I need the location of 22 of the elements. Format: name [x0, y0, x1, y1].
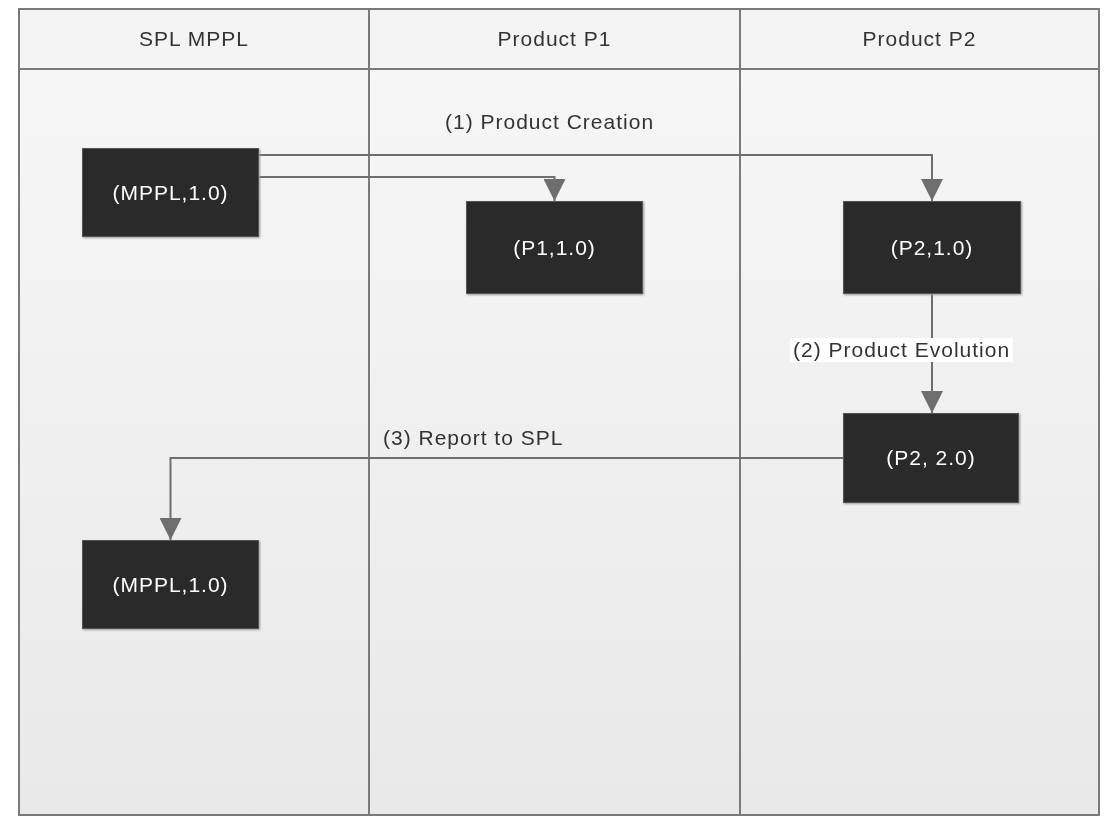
box-label: (P1,1.0)	[513, 235, 596, 260]
process-box	[843, 201, 1021, 294]
lane-title: SPL MPPL	[139, 27, 249, 51]
edge-label: (1) Product Creation	[444, 110, 656, 134]
arrow	[258, 176, 566, 202]
process-box	[82, 148, 259, 237]
arrow	[159, 457, 844, 541]
box-label: (MPPL,1.0)	[112, 180, 229, 205]
edge-label: (3) Report to SPL	[382, 426, 565, 450]
arrow	[258, 154, 943, 202]
process-box	[82, 540, 259, 629]
lane-title: Product P2	[862, 27, 977, 51]
process-box	[466, 201, 643, 294]
box-label: (P2,1.0)	[890, 235, 974, 260]
box-label: (P2, 2.0)	[886, 446, 976, 470]
lane-title: Product P1	[497, 27, 612, 51]
swimlane	[18, 8, 370, 816]
box-label: (MPPL,1.0)	[112, 572, 229, 597]
process-box	[843, 413, 1019, 503]
edge-label: (2) Product Evolution	[790, 338, 1014, 362]
swimlane	[368, 8, 741, 816]
swimlane	[739, 8, 1100, 816]
